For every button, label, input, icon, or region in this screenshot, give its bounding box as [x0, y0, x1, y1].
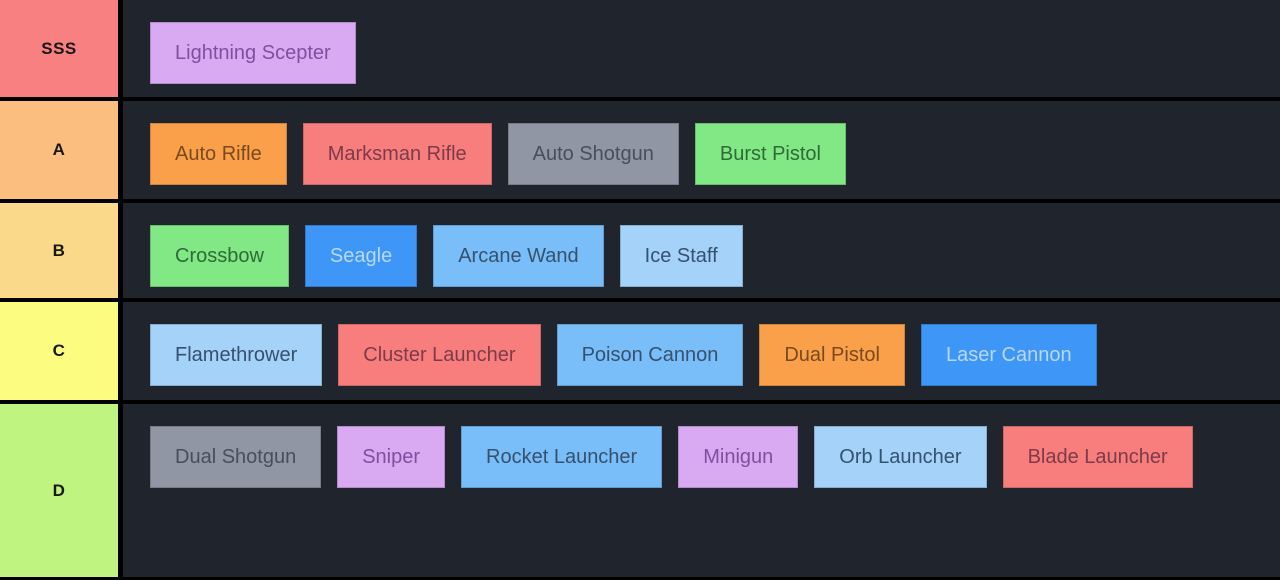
item-ice-staff[interactable]: Ice Staff [619, 225, 743, 287]
item-arcane-wand[interactable]: Arcane Wand [433, 225, 604, 287]
item-lightning-scepter[interactable]: Lightning Scepter [150, 22, 356, 84]
tier-content-sss[interactable]: Lightning Scepter [123, 0, 1280, 97]
item-orb-launcher[interactable]: Orb Launcher [814, 426, 987, 488]
item-seagle[interactable]: Seagle [304, 225, 418, 287]
tier-label-d: D [0, 404, 123, 577]
tier-label-text: A [52, 140, 66, 159]
tier-label-text: SSS [41, 38, 77, 58]
tier-row-sss: SSS Lightning Scepter [0, 0, 1280, 97]
item-cluster-launcher[interactable]: Cluster Launcher [338, 324, 541, 386]
item-sniper[interactable]: Sniper [337, 426, 446, 488]
item-rocket-launcher[interactable]: Rocket Launcher [461, 426, 663, 488]
item-dual-pistol[interactable]: Dual Pistol [759, 324, 905, 386]
tier-label-sss: SSS [0, 0, 123, 97]
item-marksman-rifle[interactable]: Marksman Rifle [302, 123, 492, 185]
item-burst-pistol[interactable]: Burst Pistol [694, 123, 847, 185]
item-minigun[interactable]: Minigun [678, 426, 799, 488]
item-crossbow[interactable]: Crossbow [150, 225, 289, 287]
item-flamethrower[interactable]: Flamethrower [150, 324, 323, 386]
tier-label-text: B [52, 240, 66, 260]
item-auto-shotgun[interactable]: Auto Shotgun [507, 123, 679, 185]
item-dual-shotgun[interactable]: Dual Shotgun [150, 426, 322, 488]
item-auto-rifle[interactable]: Auto Rifle [150, 123, 287, 185]
tier-label-a: A [0, 101, 123, 199]
item-laser-cannon[interactable]: Laser Cannon [920, 324, 1097, 386]
tier-label-b: B [0, 203, 123, 298]
item-poison-cannon[interactable]: Poison Cannon [556, 324, 744, 386]
tier-label-text: D [52, 480, 66, 500]
item-blade-launcher[interactable]: Blade Launcher [1002, 426, 1193, 488]
tier-label-text: C [52, 341, 66, 360]
tier-label-c: C [0, 302, 123, 400]
